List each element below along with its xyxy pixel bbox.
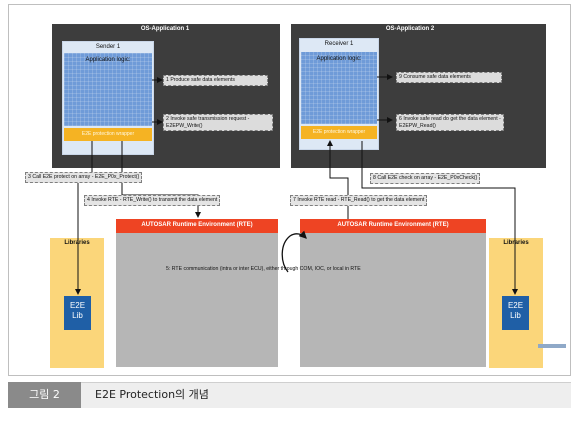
receiver-title: Receiver 1: [324, 41, 354, 47]
arrow-step-3: [75, 141, 93, 295]
step-3-label: 3 Call E2E protect on array - E2E_P0x_Pr…: [25, 172, 143, 183]
figure-label: 그림 2: [8, 382, 81, 408]
step-4-label: 4 Invoke RTE - RTE_Write() to transmit t…: [84, 195, 221, 206]
e2e-lib-left: E2E Lib: [64, 296, 91, 330]
libraries-right-title: Libraries: [503, 240, 529, 246]
step-5-label: 5: RTE communication (intra or inter ECU…: [166, 266, 361, 272]
libraries-left-title: Libraries: [64, 240, 90, 246]
step-2-label: 2 Invoke safe transmission request - E2E…: [163, 114, 273, 131]
arrow-step-5: [281, 230, 307, 273]
os-application-2-title: OS-Application 2: [385, 26, 435, 32]
sender-title: Sender 1: [95, 44, 121, 50]
rte-area-left: [116, 233, 278, 367]
rte-bar-left: AUTOSAR Runtime Environment (RTE): [116, 219, 278, 233]
arrow-step-8: [361, 141, 518, 295]
step-8-label: 8 Call E2E check on array - E2E_P0xCheck…: [370, 173, 481, 184]
arrow-step-7: [327, 140, 349, 219]
receiver-e2e-wrapper: E2E protection wrapper: [301, 126, 377, 139]
step-9-label: 9 Consume safe data elements: [396, 72, 502, 83]
sender-e2e-wrapper: E2E protection wrapper: [64, 128, 152, 141]
receiver-application-logic: [301, 52, 377, 124]
step-1-label: 1 Produce safe data elements: [163, 75, 268, 86]
rte-bar-right: AUTOSAR Runtime Environment (RTE): [300, 219, 486, 233]
step-6-label: 6 Invoke safe read do get the data eleme…: [396, 114, 504, 131]
sender-application-logic: [64, 53, 152, 126]
caption-bar: [8, 382, 571, 408]
e2e-lib-right: E2E Lib: [502, 296, 529, 330]
rte-area-right: [300, 233, 486, 367]
os-application-1-title: OS-Application 1: [140, 26, 190, 32]
sender-logic-label: Application logic:: [85, 57, 131, 63]
figure-caption: E2E Protection의 개념: [95, 388, 209, 401]
step-7-label: 7 Invoke RTE read - RTE_Read() to get th…: [290, 195, 428, 206]
decorative-strip: [538, 344, 566, 348]
receiver-logic-label: Application logic:: [316, 56, 362, 62]
